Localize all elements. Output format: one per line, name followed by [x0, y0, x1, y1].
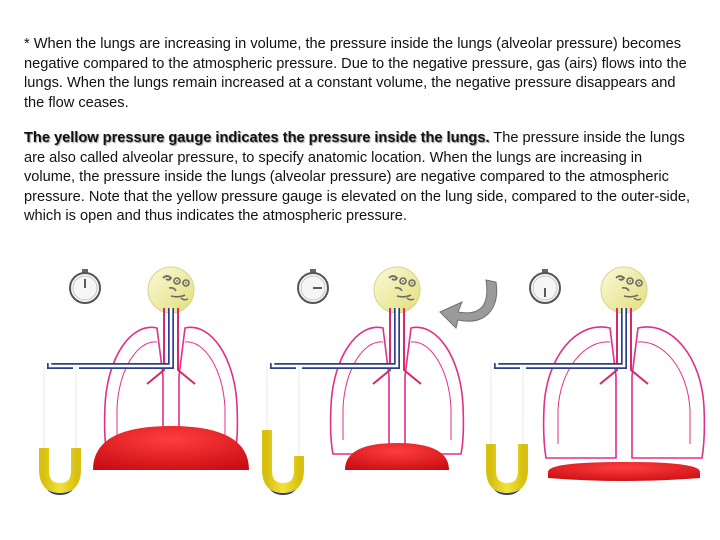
face-icon [374, 267, 420, 313]
diaphragm [548, 462, 700, 481]
face-icon [601, 267, 647, 313]
panel-2 [267, 267, 497, 493]
stopwatch-icon [70, 269, 100, 303]
panel-3 [491, 267, 704, 493]
stopwatch-icon [298, 269, 328, 303]
gauge-explanation-paragraph: The yellow pressure gauge indicates the … [24, 129, 696, 227]
pressure-gauge [491, 366, 523, 493]
pressure-gauge [267, 366, 299, 493]
breathing-diagram [0, 258, 720, 540]
panel-1 [44, 267, 249, 493]
face-icon [148, 267, 194, 313]
gauge-explanation-heading: The yellow pressure gauge indicates the … [24, 130, 490, 146]
pressure-gauge [44, 366, 76, 493]
stopwatch-icon [530, 269, 560, 303]
curved-arrow-icon [440, 280, 497, 328]
description-paragraph: * When the lungs are increasing in volum… [24, 35, 696, 113]
